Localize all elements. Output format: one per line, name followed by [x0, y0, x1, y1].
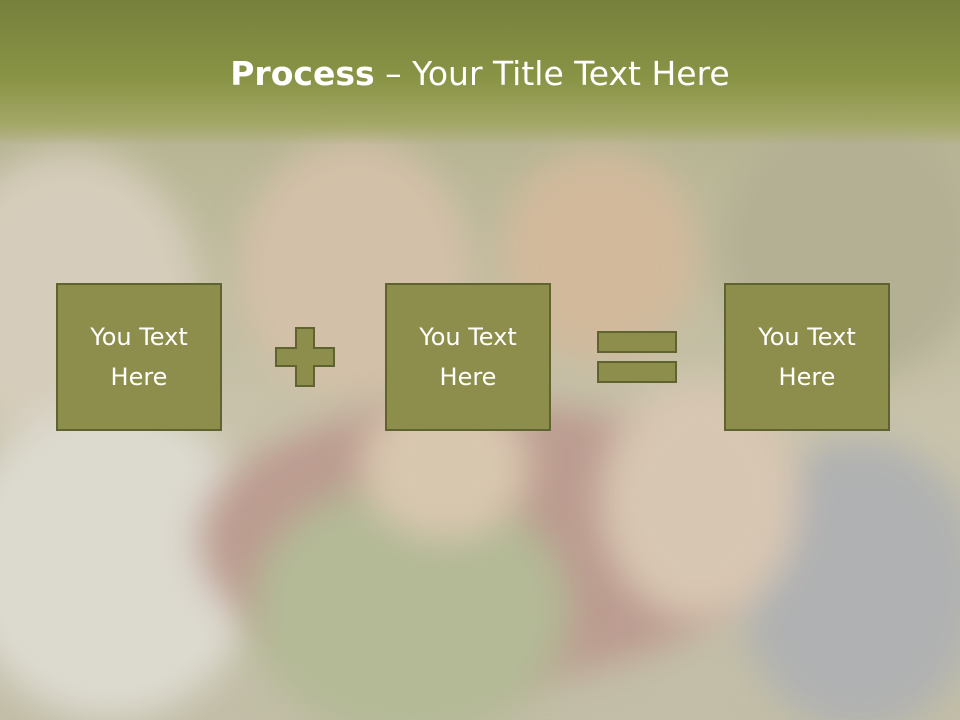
slide-title[interactable]: Process – Your Title Text Here [0, 52, 960, 96]
title-bold: Process [230, 54, 375, 93]
title-rest: – Your Title Text Here [374, 54, 730, 93]
title-banner [0, 0, 960, 145]
plus-icon [275, 327, 335, 387]
equals-icon [597, 331, 677, 383]
